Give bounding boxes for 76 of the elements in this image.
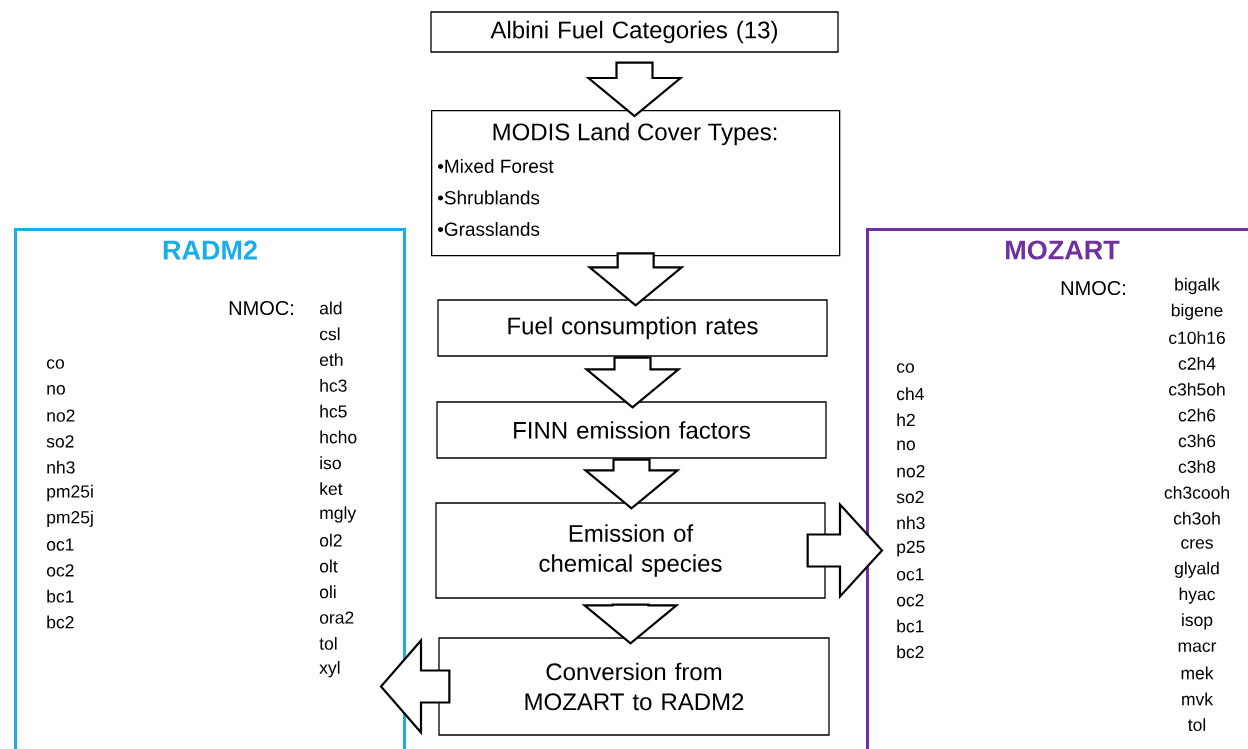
bullet-item: •Mixed Forest: [437, 159, 554, 173]
species-name: eth: [319, 353, 343, 366]
group-label: NMOC:: [229, 300, 293, 316]
block-arrow: [806, 501, 884, 600]
species-name: ch3oh: [1173, 511, 1220, 525]
species-name: co: [46, 359, 64, 369]
block-arrow: [379, 637, 451, 736]
species-name: hcho: [320, 430, 357, 444]
species-name: olt: [319, 559, 338, 573]
species-name: ch4: [896, 387, 924, 401]
species-name: nh3: [897, 516, 925, 530]
species-name: bigene: [1171, 303, 1223, 320]
species-name: c3h5oh: [1169, 382, 1225, 396]
process-box: FINN emission factors: [436, 401, 827, 459]
species-name: co: [896, 363, 914, 373]
species-name: c10h16: [1169, 331, 1225, 344]
species-name: oc1: [46, 538, 74, 551]
species-name: isop: [1182, 613, 1213, 630]
species-name: no: [897, 440, 915, 451]
species-name: oc1: [896, 568, 924, 581]
species-name: mvk: [1182, 692, 1214, 706]
species-name: c3h8: [1178, 460, 1216, 473]
species-name: csl: [319, 327, 340, 341]
species-name: oc2: [46, 564, 74, 577]
species-name: tol: [1188, 718, 1206, 731]
species-name: bc1: [47, 589, 74, 603]
species-name: c3h6: [1178, 434, 1216, 448]
species-name: hc3: [320, 378, 347, 392]
species-name: mek: [1181, 666, 1214, 680]
species-name: xyl: [319, 661, 340, 678]
block-arrow: [585, 61, 684, 118]
species-name: iso: [320, 456, 341, 470]
species-name: pm25i: [47, 484, 93, 502]
species-name: ch3cooh: [1164, 485, 1229, 499]
group-label: NMOC:: [1061, 280, 1125, 296]
panel-title: MOZART: [1006, 240, 1120, 260]
process-box: Emission of chemical species: [435, 502, 826, 599]
species-name: ora2: [319, 611, 354, 624]
species-name: glyald: [1174, 561, 1219, 578]
species-name: no: [47, 385, 65, 395]
species-name: nh3: [47, 460, 75, 474]
bullet-item: •Shrublands: [437, 190, 540, 205]
bullet-item: •Grasslands: [437, 222, 540, 236]
box-title: MODIS Land Cover Types:: [493, 122, 777, 146]
species-name: hc5: [320, 404, 347, 418]
species-name: bigalk: [1175, 277, 1220, 295]
species-name: c2h4: [1178, 356, 1216, 370]
species-name: mgly: [320, 506, 357, 523]
species-name: ol2: [319, 533, 342, 547]
panel-title: RADM2: [163, 240, 257, 260]
species-name: oli: [319, 585, 336, 599]
species-name: hyac: [1179, 587, 1216, 604]
species-name: ket: [320, 482, 343, 495]
species-name: tol: [319, 636, 337, 650]
block-arrow: [582, 458, 681, 510]
block-arrow: [583, 356, 682, 409]
process-box: Fuel consumption rates: [437, 299, 828, 357]
block-arrow: [586, 252, 685, 307]
species-name: no2: [897, 465, 925, 478]
process-box: Conversion from MOZART to RADM2: [438, 637, 830, 736]
block-arrow: [581, 603, 680, 645]
process-box: Albini Fuel Categories (13): [430, 11, 839, 53]
species-name: so2: [46, 435, 74, 448]
species-name: cres: [1181, 539, 1213, 549]
species-name: pm25j: [47, 510, 93, 527]
species-name: no2: [47, 409, 75, 422]
species-name: bc2: [47, 615, 74, 629]
species-name: so2: [896, 490, 924, 504]
species-name: ald: [319, 301, 342, 315]
species-name: macr: [1178, 642, 1217, 652]
species-name: p25: [897, 540, 925, 557]
species-name: h2: [897, 413, 915, 426]
species-name: oc2: [896, 594, 924, 607]
species-name: c2h6: [1178, 408, 1216, 422]
species-name: bc1: [897, 619, 924, 633]
species-name: bc2: [897, 645, 924, 659]
